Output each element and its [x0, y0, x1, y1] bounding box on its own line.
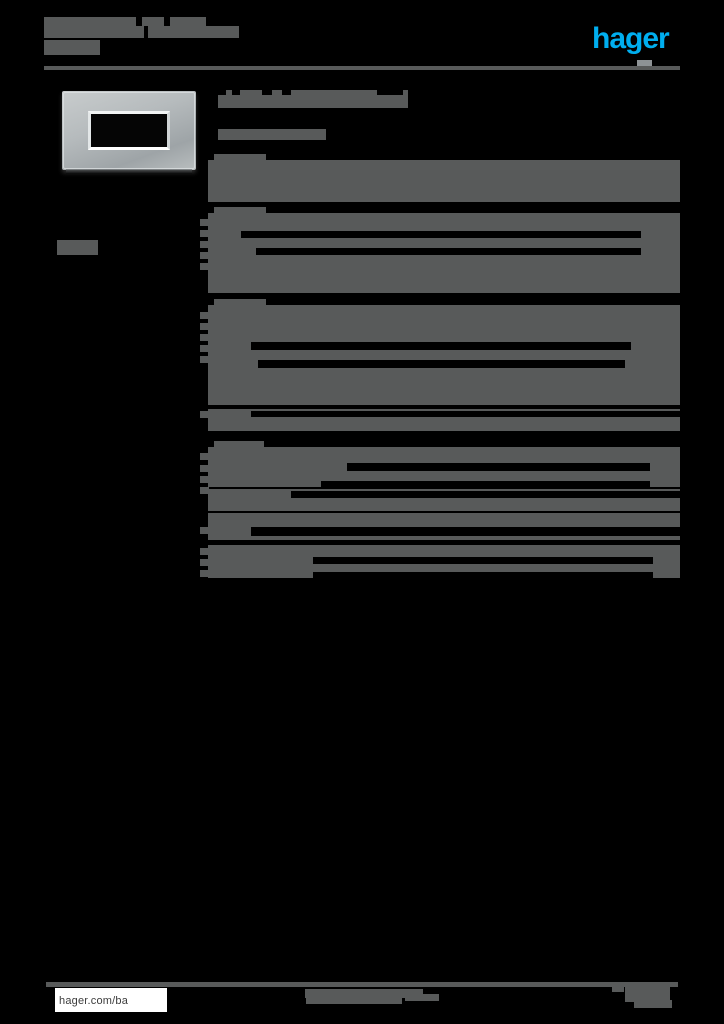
footer-page-number-3 [634, 1000, 672, 1008]
footer-center-text-1 [305, 989, 423, 998]
page-header: hager [0, 0, 724, 80]
spec-row-separator-2 [313, 572, 653, 579]
spec-row-bullet-1 [200, 527, 209, 534]
title-text-line-2 [142, 17, 164, 26]
spec-row-separator-1 [241, 231, 641, 238]
footer-url-label[interactable]: hager.com/ba [59, 995, 129, 1007]
title-text-line-1 [44, 17, 136, 26]
spec-section-header-tab [214, 154, 266, 161]
spec-row-bullet-5 [200, 263, 209, 270]
spec-row-separator-1 [291, 491, 681, 498]
spec-row-bullet-1 [200, 453, 209, 460]
spec-row-bullet-1 [200, 312, 209, 319]
spec-row-separator-2 [258, 360, 625, 368]
spec-row-bullet-4 [200, 345, 209, 352]
spec-row-bullet-1 [200, 219, 209, 226]
spec-section-section-6 [200, 513, 681, 540]
spec-row-bullet-2 [200, 559, 209, 566]
product-image [62, 91, 196, 176]
product-title-ascender-3 [262, 90, 272, 95]
product-title-ascender-2 [232, 90, 240, 95]
title-text-line-3 [170, 17, 206, 26]
product-subtitle-text [218, 129, 326, 140]
spec-row-separator-2 [321, 481, 650, 489]
spec-row-bullet-2 [200, 230, 209, 237]
title-text-line-5 [44, 26, 144, 38]
footer-url-box[interactable] [55, 988, 167, 1012]
spec-section-section-2 [200, 207, 680, 293]
spec-section-section-7 [200, 545, 680, 579]
spec-section-header-tab [214, 299, 266, 306]
spec-row-bullet-1 [200, 411, 209, 418]
spec-row-bullet-5 [200, 356, 209, 363]
cover-plate-bevel [63, 92, 195, 169]
footer-divider [46, 982, 678, 987]
sidebar-label [57, 240, 98, 255]
cover-plate-body [62, 91, 196, 170]
title-text-line-6 [44, 40, 100, 55]
page-footer [0, 975, 724, 1024]
title-text-line-4 [148, 26, 239, 38]
spec-row-separator-2 [256, 248, 641, 255]
spec-row-bullet-3 [200, 476, 209, 483]
footer-page-number-2 [625, 986, 670, 1002]
product-title-ascender-1 [218, 90, 226, 95]
spec-row-bullet-2 [200, 323, 209, 330]
spec-row-separator-1 [251, 411, 681, 417]
spec-section-section-1 [208, 154, 680, 202]
spec-section-header-tab [214, 207, 266, 214]
spec-row-bullet-2 [200, 465, 209, 472]
spec-row-separator-1 [313, 557, 653, 564]
spec-row-bullet-4 [200, 487, 209, 494]
header-divider-marker [637, 60, 652, 66]
footer-center-text-2 [306, 998, 402, 1004]
spec-section-section-4 [200, 441, 680, 494]
spec-row-bullet-3 [200, 570, 209, 577]
spec-section-background [208, 160, 680, 202]
spec-row-bullet-4 [200, 252, 209, 259]
spec-row-separator-1 [251, 342, 631, 350]
spec-row-separator-1 [251, 527, 681, 536]
spec-section-header-tab [214, 441, 264, 448]
spec-row-bullet-3 [200, 334, 209, 341]
spec-section-section-3 [200, 299, 680, 405]
footer-page-number-1 [612, 986, 624, 992]
hager-logo: hager [592, 22, 670, 55]
header-divider [44, 66, 680, 70]
spec-section-background [208, 305, 680, 405]
spec-row-bullet-3 [200, 241, 209, 248]
spec-row-bullet-1 [200, 548, 209, 555]
spec-section-section-5 [208, 489, 681, 511]
product-title-ascender-4 [282, 90, 291, 95]
cover-plate-window [88, 111, 170, 150]
cover-plate-shadow [66, 169, 192, 174]
product-title-ascender-5 [377, 90, 403, 95]
footer-center-text-3 [405, 994, 439, 1001]
spec-section-section-3-tail [200, 409, 681, 431]
spec-row-separator-1 [347, 463, 650, 471]
